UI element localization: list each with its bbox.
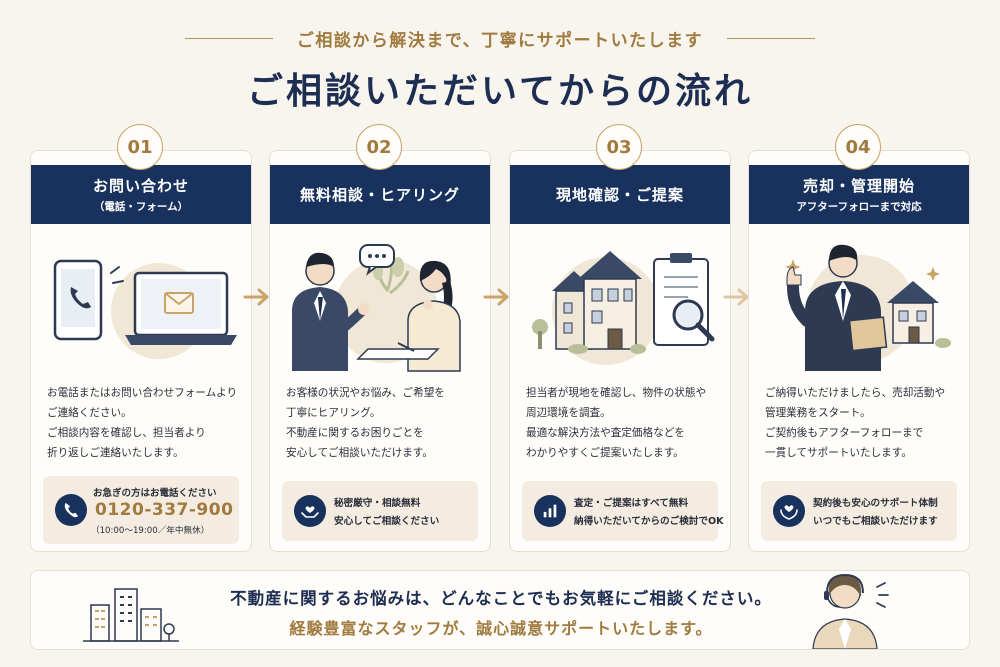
page-title: ご相談いただいてからの流れ <box>247 70 753 112</box>
arrow-right-icon <box>483 288 509 306</box>
bottom-banner: 不動産に関するお悩みは、どんなことでもお気軽にご相談ください。 経験豊富なスタッ… <box>30 570 970 650</box>
step-title: 無料相談・ヒアリング <box>299 186 460 204</box>
bottom-submessage: 経験豊富なスタッフが、誠心誠意サポートいたします。 <box>289 619 713 638</box>
note-text: 秘密厳守・相談無料 安心してご相談ください <box>334 495 439 531</box>
arrow-right-icon <box>723 288 749 306</box>
subtitle-line-right <box>727 37 816 39</box>
step-number-1: 01 <box>117 124 163 170</box>
step-subtitle: （電話・フォーム） <box>93 201 189 213</box>
note-line: いつでもご相談いただけます <box>813 516 938 527</box>
note-line: 契約後も安心のサポート体制 <box>813 498 938 509</box>
step-description: ご納得いただけましたら、売却活動や 管理業務をスタート。 ご契約後もアフターフォ… <box>765 383 961 463</box>
description-line: ご契約後もアフターフォローまで <box>765 427 924 439</box>
step-card-3: 現地確認・ご提案 担当者が現地を確認し、物件の状態や 周辺環境を調査。 最適な解… <box>509 150 731 552</box>
consultation-illustration <box>292 244 461 372</box>
bar-chart-icon <box>534 495 566 527</box>
phone-laptop-illustration <box>53 259 237 359</box>
heart-hands-icon <box>773 495 805 527</box>
description-line: ご納得いただけましたら、売却活動や <box>765 387 946 399</box>
step-subtitle: アフターフォローまで対応 <box>796 201 922 213</box>
city-buildings-illustration <box>83 588 179 642</box>
description-line: 担当者が現地を確認し、物件の状態や <box>526 387 707 399</box>
step-number-4: 04 <box>835 124 881 170</box>
support-staff-illustration <box>812 573 889 649</box>
page-header: ご相談から解決まで、丁寧にサポートいたします ご相談いただいてからの流れ <box>0 0 1000 130</box>
page-subtitle: ご相談から解決まで、丁寧にサポートいたします <box>296 30 704 51</box>
bottom-message: 不動産に関するお悩みは、どんなことでもお気軽にご相談ください。 <box>230 589 772 608</box>
step-title: お問い合わせ <box>92 177 189 195</box>
note-text: 契約後も安心のサポート体制 いつでもご相談いただけます <box>813 495 938 531</box>
step-card-1: お問い合わせ （電話・フォーム） お電話またはお問い合わせフォームより ご連絡く… <box>30 150 252 552</box>
subtitle-line-left <box>184 37 273 39</box>
step-card-4: 売却・管理開始 アフターフォローまで対応 ご納得いただけましたら、売却活動や 管… <box>748 150 970 552</box>
phone-contact-box[interactable]: お急ぎの方はお電話ください 0120-337-900 （10:00〜19:00／… <box>43 476 239 544</box>
note-line: 安心してご相談ください <box>334 516 440 527</box>
step-card-header: 売却・管理開始 アフターフォローまで対応 <box>749 165 969 224</box>
step-note: 秘密厳守・相談無料 安心してご相談ください <box>282 481 478 541</box>
step-card-header: 現地確認・ご提案 <box>510 165 730 224</box>
step-note: 契約後も安心のサポート体制 いつでもご相談いただけます <box>761 481 957 541</box>
phone-icon <box>55 494 87 526</box>
step-number-3: 03 <box>596 124 642 170</box>
note-line: 納得いただいてからのご検討でOK <box>574 516 724 527</box>
step-description: 担当者が現地を確認し、物件の状態や 周辺環境を調査。 最適な解決方法や査定価格な… <box>526 383 722 463</box>
description-line: 折り返しご連絡いたします。 <box>47 447 184 459</box>
handshake-heart-icon <box>294 495 326 527</box>
description-line: お電話またはお問い合わせフォームより <box>47 387 238 399</box>
phone-number[interactable]: 0120-337-900 <box>95 500 234 520</box>
step-note: 査定・ご提案はすべて無料 納得いただいてからのご検討でOK <box>522 481 724 541</box>
business-hours: （10:00〜19:00／年中無休） <box>91 526 210 536</box>
description-line: 周辺環境を調査。 <box>526 407 611 419</box>
description-line: 丁寧にヒアリング。 <box>286 407 381 419</box>
step-description: お客様の状況やお悩み、ご希望を 丁寧にヒアリング。 不動産に関するお困りごとを … <box>286 383 482 463</box>
note-line: 秘密厳守・相談無料 <box>334 498 421 509</box>
step-title: 現地確認・ご提案 <box>555 186 684 204</box>
note-text: 査定・ご提案はすべて無料 納得いただいてからのご検討でOK <box>574 495 724 531</box>
description-line: ご相談内容を確認し、担当者より <box>47 427 206 439</box>
house-inspection-illustration <box>532 251 715 365</box>
step-card-2: 無料相談・ヒアリング お客様の状況やお悩み、ご希望を 丁寧にヒアリング。 不動産… <box>269 150 491 552</box>
description-line: 一貫してサポートいたします。 <box>765 447 912 459</box>
description-line: ご連絡ください。 <box>47 407 132 419</box>
step-number-2: 02 <box>356 124 402 170</box>
description-line: 管理業務をスタート。 <box>765 407 871 419</box>
step-card-header: 無料相談・ヒアリング <box>270 165 490 224</box>
thumbs-up-agent-illustration <box>785 244 951 371</box>
description-line: 不動産に関するお困りごとを <box>286 427 424 439</box>
arrow-right-icon <box>243 288 269 306</box>
description-line: 最適な解決方法や査定価格などを <box>526 427 685 439</box>
step-title: 売却・管理開始 <box>802 177 915 195</box>
step-description: お電話またはお問い合わせフォームより ご連絡ください。 ご相談内容を確認し、担当… <box>47 383 243 463</box>
step-card-header: お問い合わせ （電話・フォーム） <box>31 165 251 224</box>
description-line: お客様の状況やお悩み、ご希望を <box>286 387 445 399</box>
description-line: 安心してご相談いただけます。 <box>286 447 433 459</box>
note-line: 査定・ご提案はすべて無料 <box>574 498 689 509</box>
phone-label: お急ぎの方はお電話ください <box>93 488 217 499</box>
subtitle-row: ご相談から解決まで、丁寧にサポートいたします <box>0 26 1000 51</box>
description-line: わかりやすくご提案いたします。 <box>526 447 684 459</box>
